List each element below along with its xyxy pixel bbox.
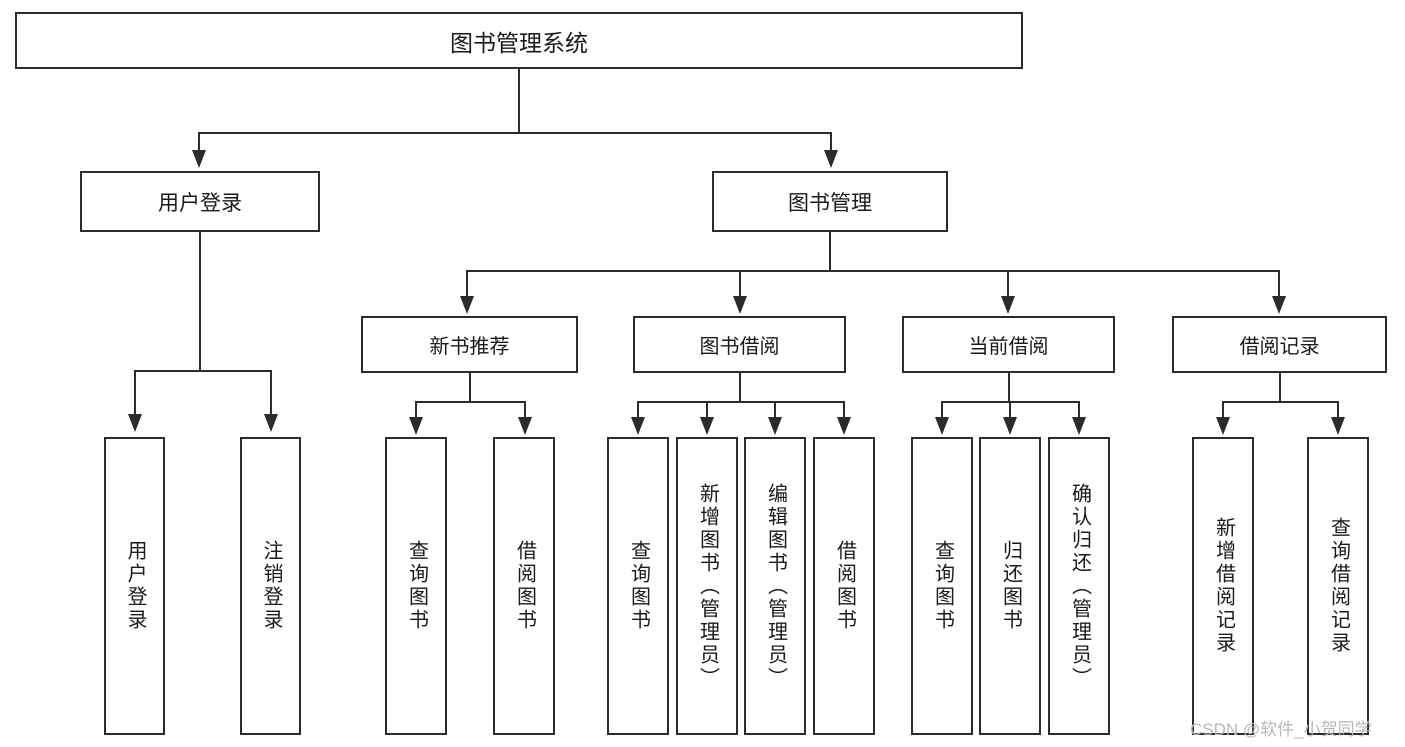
arrow-book-mgmt-child-3 [1001, 296, 1015, 314]
connector-current-borrow-drop-1 [941, 401, 943, 419]
connector-book-borrow-drop-4 [843, 401, 845, 419]
arrow-book-borrow-child-2 [700, 417, 714, 435]
arrow-new-book-child-1 [409, 417, 423, 435]
arrow-book-mgmt-child-2 [733, 296, 747, 314]
connector-book-borrow-drop-3 [774, 401, 776, 419]
leaf-current-borrow-return-book[interactable]: 归还图书 [979, 437, 1041, 735]
node-book-management[interactable]: 图书管理 [712, 171, 948, 232]
connector-book-mgmt-drop-1 [466, 270, 468, 298]
connector-new-book-drop-1 [415, 401, 417, 419]
arrow-new-book-child-2 [518, 417, 532, 435]
connector-user-login-drop-2 [270, 370, 272, 416]
leaf-borrow-record-query-record[interactable]: 查询借阅记录 [1307, 437, 1369, 735]
connector-book-mgmt-stem [829, 232, 831, 272]
connector-root-bus [198, 132, 832, 134]
arrow-book-mgmt-child-4 [1272, 296, 1286, 314]
connector-root-to-user-login [198, 132, 200, 152]
arrow-root-to-user-login [192, 150, 206, 168]
leaf-new-book-query-book[interactable]: 查询图书 [385, 437, 447, 735]
connector-borrow-record-drop-1 [1222, 401, 1224, 419]
arrow-borrow-record-child-2 [1331, 417, 1345, 435]
arrow-book-mgmt-child-1 [460, 296, 474, 314]
connector-book-borrow-bus [637, 401, 845, 403]
leaf-current-borrow-confirm-return[interactable]: 确认归还（管理员） [1048, 437, 1110, 735]
leaf-user-login-signout[interactable]: 注销登录 [240, 437, 301, 735]
connector-user-login-bus [134, 370, 271, 372]
leaf-user-login-signin[interactable]: 用户登录 [104, 437, 165, 735]
leaf-borrow-record-add-record[interactable]: 新增借阅记录 [1192, 437, 1254, 735]
arrow-current-borrow-child-2 [1003, 417, 1017, 435]
connector-borrow-record-stem [1279, 373, 1281, 403]
arrow-current-borrow-child-1 [935, 417, 949, 435]
connector-book-mgmt-drop-4 [1278, 270, 1280, 298]
node-book-borrow[interactable]: 图书借阅 [633, 316, 846, 373]
connector-book-borrow-drop-2 [706, 401, 708, 419]
connector-book-borrow-stem [739, 373, 741, 403]
arrow-borrow-record-child-1 [1216, 417, 1230, 435]
connector-book-mgmt-bus [466, 270, 1278, 272]
leaf-book-borrow-borrow-book[interactable]: 借阅图书 [813, 437, 875, 735]
arrow-current-borrow-child-3 [1072, 417, 1086, 435]
leaf-book-borrow-query-book[interactable]: 查询图书 [607, 437, 669, 735]
connector-borrow-record-drop-2 [1337, 401, 1339, 419]
connector-new-book-stem [469, 373, 471, 403]
connector-book-mgmt-drop-2 [739, 270, 741, 298]
node-user-login[interactable]: 用户登录 [80, 171, 320, 232]
node-new-book-recommend[interactable]: 新书推荐 [361, 316, 578, 373]
arrow-user-login-child-1 [128, 414, 142, 432]
connector-current-borrow-drop-2 [1009, 401, 1011, 419]
arrow-book-borrow-child-4 [837, 417, 851, 435]
connector-new-book-drop-2 [524, 401, 526, 419]
connector-borrow-record-bus [1222, 401, 1338, 403]
leaf-book-borrow-edit-book[interactable]: 编辑图书（管理员） [744, 437, 806, 735]
node-root-system[interactable]: 图书管理系统 [15, 12, 1023, 69]
arrow-book-borrow-child-1 [631, 417, 645, 435]
connector-current-borrow-stem [1008, 373, 1010, 403]
node-borrow-record[interactable]: 借阅记录 [1172, 316, 1387, 373]
connector-root-stem [518, 69, 520, 133]
connector-user-login-drop-1 [134, 370, 136, 416]
connector-root-to-book-mgmt [830, 132, 832, 152]
connector-current-borrow-drop-3 [1078, 401, 1080, 419]
arrow-user-login-child-2 [264, 414, 278, 432]
leaf-book-borrow-add-book[interactable]: 新增图书（管理员） [676, 437, 738, 735]
arrow-root-to-book-mgmt [824, 150, 838, 168]
connector-book-mgmt-drop-3 [1007, 270, 1009, 298]
connector-new-book-bus [415, 401, 525, 403]
leaf-current-borrow-query-book[interactable]: 查询图书 [911, 437, 973, 735]
leaf-new-book-borrow-book[interactable]: 借阅图书 [493, 437, 555, 735]
arrow-book-borrow-child-3 [768, 417, 782, 435]
node-current-borrow[interactable]: 当前借阅 [902, 316, 1115, 373]
connector-book-borrow-drop-1 [637, 401, 639, 419]
connector-user-login-stem [199, 232, 201, 372]
